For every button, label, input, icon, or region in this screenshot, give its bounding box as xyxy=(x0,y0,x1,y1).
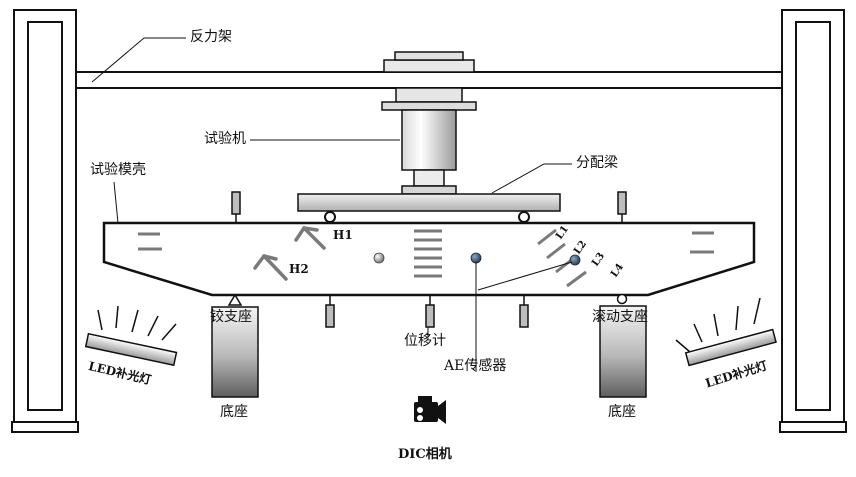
label-specimen-shell: 试验模壳 xyxy=(90,162,146,178)
frame-column-right xyxy=(779,9,847,433)
label-testing-machine: 试验机 xyxy=(204,131,246,147)
base-pedestal-left xyxy=(211,306,259,398)
crack-arrows xyxy=(253,226,326,281)
distribution-beam xyxy=(297,193,561,212)
label-base-right: 底座 xyxy=(608,404,636,420)
ae-sensor-dot-1 xyxy=(470,252,482,264)
displacement-gauges-top xyxy=(231,191,627,223)
testing-machine xyxy=(381,51,477,195)
label-h2: H2 xyxy=(289,262,309,276)
label-distribution-beam: 分配梁 xyxy=(576,155,618,171)
ae-sensor-dot-2 xyxy=(569,254,581,266)
load-roller-left xyxy=(324,211,336,223)
dic-camera-icon xyxy=(414,396,446,424)
base-pedestal-right xyxy=(599,305,647,398)
label-displacement-meter: 位移计 xyxy=(404,333,446,349)
hinge-support-symbol xyxy=(227,293,243,306)
label-ae-sensor: AE传感器 xyxy=(444,358,507,374)
label-h1: H1 xyxy=(333,228,353,242)
displacement-gauges-bottom xyxy=(325,295,529,328)
load-roller-right xyxy=(518,211,530,223)
roller-support-symbol xyxy=(616,293,628,305)
frame-crossbeam xyxy=(75,71,783,89)
frame-column-left xyxy=(11,9,79,433)
label-roller-support: 滚动支座 xyxy=(592,309,648,325)
label-hinge-support: 铰支座 xyxy=(210,309,252,325)
label-reaction-frame: 反力架 xyxy=(190,29,232,45)
speckle-markers xyxy=(138,228,714,288)
dic-target-dot xyxy=(373,252,385,264)
label-dic-camera: DIC相机 xyxy=(398,447,452,462)
led-lamp-left xyxy=(84,305,178,367)
leader-lines xyxy=(91,37,573,372)
led-lamp-right xyxy=(675,297,777,367)
label-base-left: 底座 xyxy=(220,404,248,420)
